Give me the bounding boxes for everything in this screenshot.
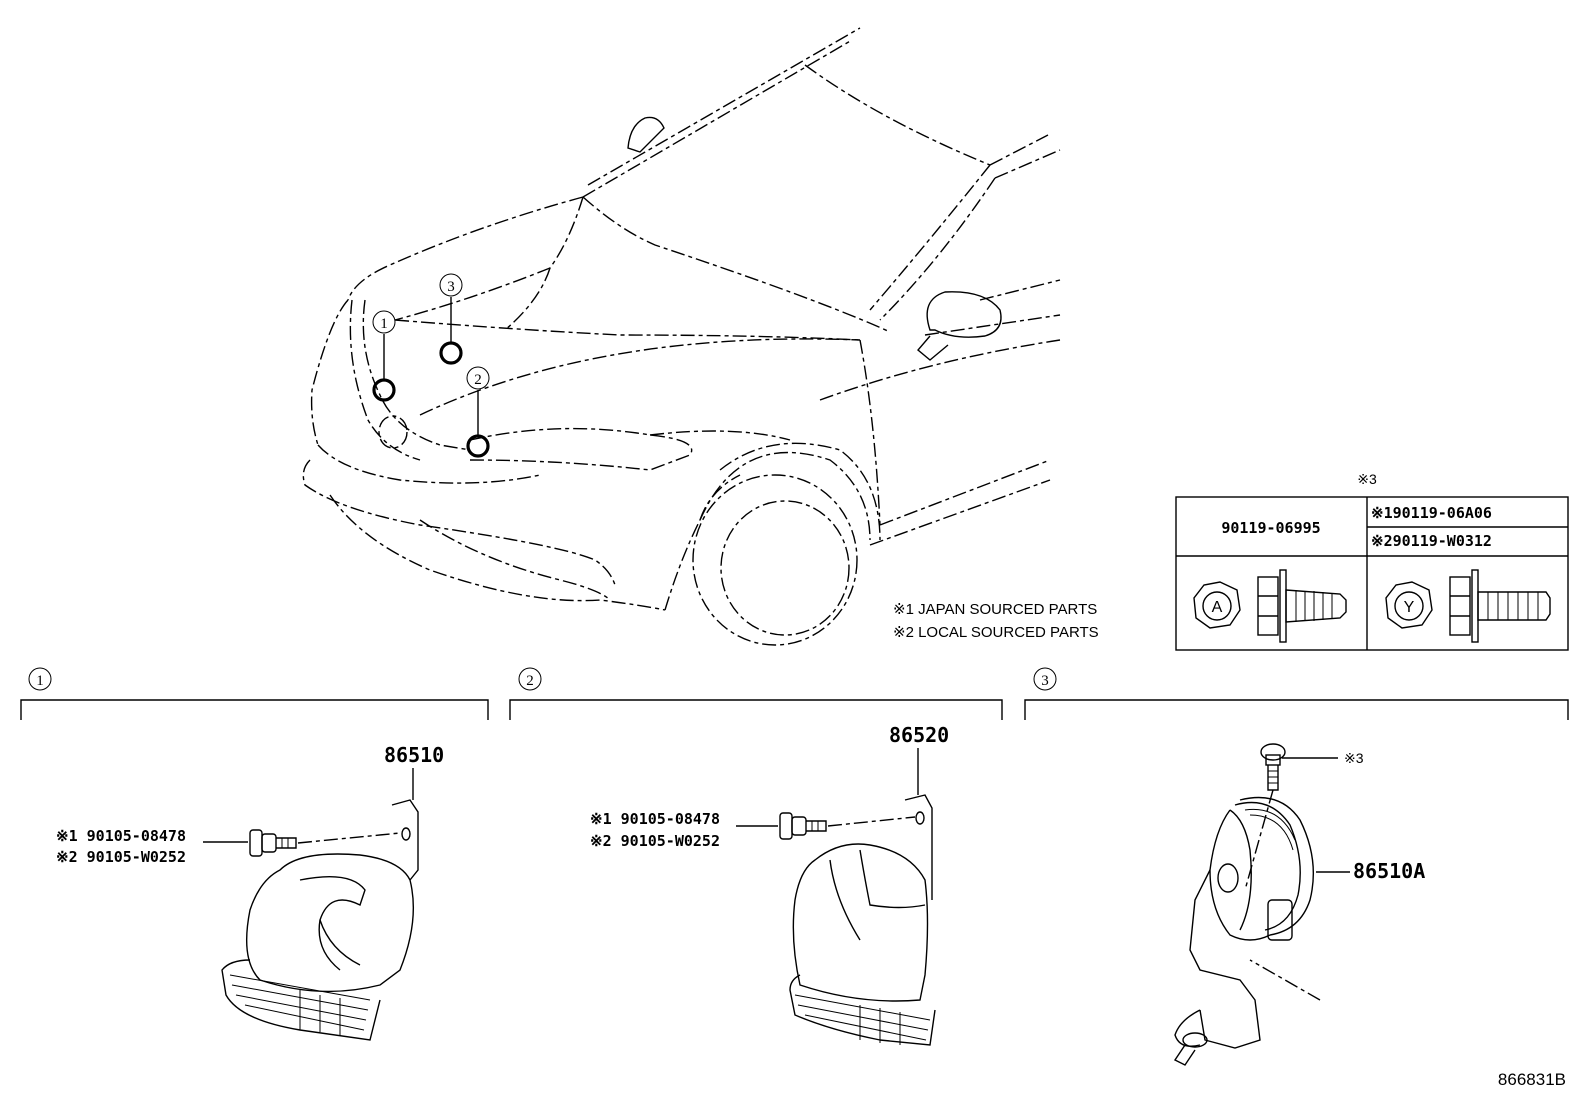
section-2-number: 2 — [526, 673, 534, 689]
section-2-bolt-icon — [779, 812, 916, 840]
section-3-bolt-ref: ※3 — [1344, 750, 1364, 766]
section-1-bolt-icon — [249, 829, 401, 857]
bolt-part-japan: ※190119-06A06 — [1371, 504, 1492, 522]
bolt-head-a-label: A — [1212, 599, 1223, 616]
section-2-bolt-japan: ※1 90105-08478 — [590, 810, 720, 828]
section-2-horn: 86520 ※1 90105-08478 ※2 90105-W0252 — [590, 723, 949, 1046]
location-markers: 1 2 3 — [372, 273, 490, 458]
part-86510A-label: 86510A — [1353, 859, 1425, 883]
location-label-3: 3 — [447, 279, 455, 295]
diagram-id: 866831B — [1498, 1070, 1566, 1089]
horn-86520-icon — [789, 794, 936, 1046]
section-3-horn: ※3 86510A — [1173, 743, 1425, 1066]
bolt-head-y-icon: Y — [1385, 581, 1433, 629]
section-1-bolt-local: ※2 90105-W0252 — [56, 848, 186, 866]
part-86520-label: 86520 — [889, 723, 949, 747]
bolt-a-side-icon — [1257, 569, 1347, 643]
section-3-number: 3 — [1041, 673, 1049, 689]
note-japan-sourced: ※1 JAPAN SOURCED PARTS — [893, 601, 1097, 618]
location-marker-3 — [439, 341, 463, 365]
section-2-bolt-local: ※2 90105-W0252 — [590, 832, 720, 850]
bolt-table-mark: ※3 — [1357, 471, 1377, 487]
car-outline — [302, 27, 1061, 646]
section-1-horn: 86510 ※1 90105-08478 ※2 90105-W0252 — [56, 743, 444, 1041]
section-3-bolt-icon — [1244, 743, 1286, 891]
bolt-table: ※3 90119-06995 ※190119-06A06 ※290119-W03… — [1175, 471, 1569, 651]
section-1-bolt-japan: ※1 90105-08478 — [56, 827, 186, 845]
bolt-head-y-label: Y — [1404, 599, 1415, 616]
bolt-head-a-icon: A — [1193, 581, 1241, 629]
location-label-1: 1 — [380, 316, 388, 332]
bolt-y-side-icon — [1449, 569, 1551, 643]
part-86510-label: 86510 — [384, 743, 444, 767]
note-local-sourced: ※2 LOCAL SOURCED PARTS — [893, 624, 1099, 641]
horn-86510-icon — [221, 799, 419, 1041]
location-label-2: 2 — [474, 372, 482, 388]
section-headers: 1 2 3 — [20, 667, 1569, 720]
bolt-part-local: ※290119-W0312 — [1371, 532, 1492, 550]
horn-86510A-icon — [1173, 796, 1321, 1066]
bolt-part-90119-06995: 90119-06995 — [1221, 519, 1320, 537]
section-1-number: 1 — [36, 673, 44, 689]
